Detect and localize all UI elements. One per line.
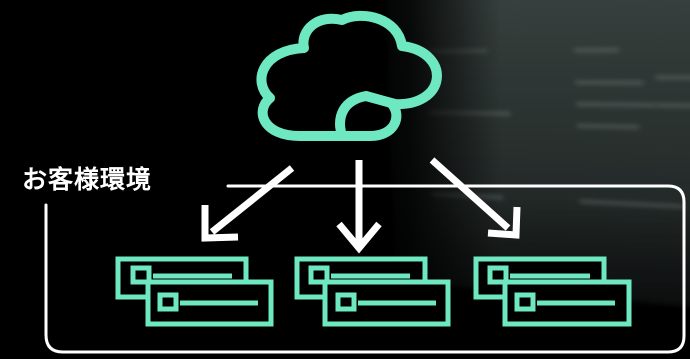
cloud-icon [256, 10, 442, 141]
arrow-center [336, 160, 382, 254]
arrow-left [201, 165, 295, 242]
customer-environment-label: お客様環境 [22, 165, 153, 194]
arrows [201, 157, 521, 254]
customer-environment-frame [44, 184, 686, 354]
server-stack-icon [473, 256, 632, 327]
arrow-right [429, 157, 521, 239]
server-stack-icon [294, 256, 451, 327]
server-stack-icon [115, 256, 274, 327]
